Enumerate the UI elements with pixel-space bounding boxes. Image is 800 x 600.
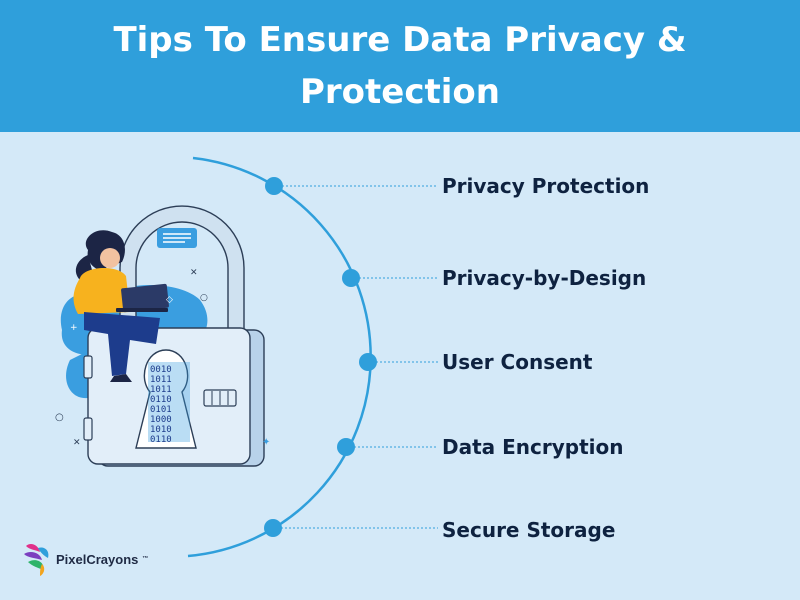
- binary-row: 0110: [150, 395, 172, 405]
- legs: [84, 312, 160, 376]
- binary-row: 1010: [150, 425, 172, 435]
- keyhole: [135, 349, 197, 449]
- shoe: [110, 374, 132, 382]
- binary-row: 0101: [150, 405, 172, 415]
- binary-row: 1011: [150, 375, 172, 385]
- face: [100, 248, 120, 268]
- padlock-illustration: ○ ✕ ✕ ✦ + ○ ◇: [55, 205, 270, 467]
- header-banner: Tips To Ensure Data Privacy & Protection: [0, 0, 800, 132]
- timeline-node: [359, 353, 377, 371]
- laptop: [121, 283, 169, 313]
- tip-privacy-by-design: Privacy-by-Design: [442, 266, 647, 290]
- pixelcrayons-logo-mark: [24, 544, 49, 576]
- svg-text:✕: ✕: [73, 438, 81, 448]
- brand-name: PixelCrayons: [56, 551, 139, 567]
- binary-row: 0110: [150, 435, 172, 445]
- tip-secure-storage: Secure Storage: [442, 518, 616, 542]
- binary-panel: [148, 362, 190, 442]
- binary-text: 0010 1011 1011 0110 0101 1000 1010 0110: [150, 365, 172, 445]
- binary-row: 1000: [150, 415, 172, 425]
- lock-hinge: [83, 417, 93, 441]
- page-title: Tips To Ensure Data Privacy & Protection: [113, 20, 687, 112]
- person-figure: [73, 230, 169, 382]
- tip-privacy-protection: Privacy Protection: [442, 174, 650, 198]
- timeline-node: [264, 519, 282, 537]
- binary-row: 0010: [150, 365, 172, 375]
- lock-shackle: [120, 206, 244, 330]
- tip-data-encryption: Data Encryption: [442, 435, 624, 459]
- svg-text:◇: ◇: [166, 295, 173, 305]
- lock-shackle-outline: [119, 205, 245, 330]
- timeline-node: [265, 177, 283, 195]
- lock-hinge: [83, 355, 93, 379]
- timeline-node: [337, 438, 355, 456]
- svg-text:○: ○: [55, 412, 64, 423]
- binary-row: 1011: [150, 385, 172, 395]
- svg-text:+: +: [70, 323, 78, 333]
- svg-text:○: ○: [200, 293, 208, 303]
- timeline-node: [342, 269, 360, 287]
- arm: [74, 285, 127, 313]
- svg-text:✦: ✦: [262, 437, 270, 448]
- tip-user-consent: User Consent: [442, 350, 593, 374]
- svg-text:✕: ✕: [190, 268, 198, 278]
- brand-trademark: ™: [142, 556, 149, 562]
